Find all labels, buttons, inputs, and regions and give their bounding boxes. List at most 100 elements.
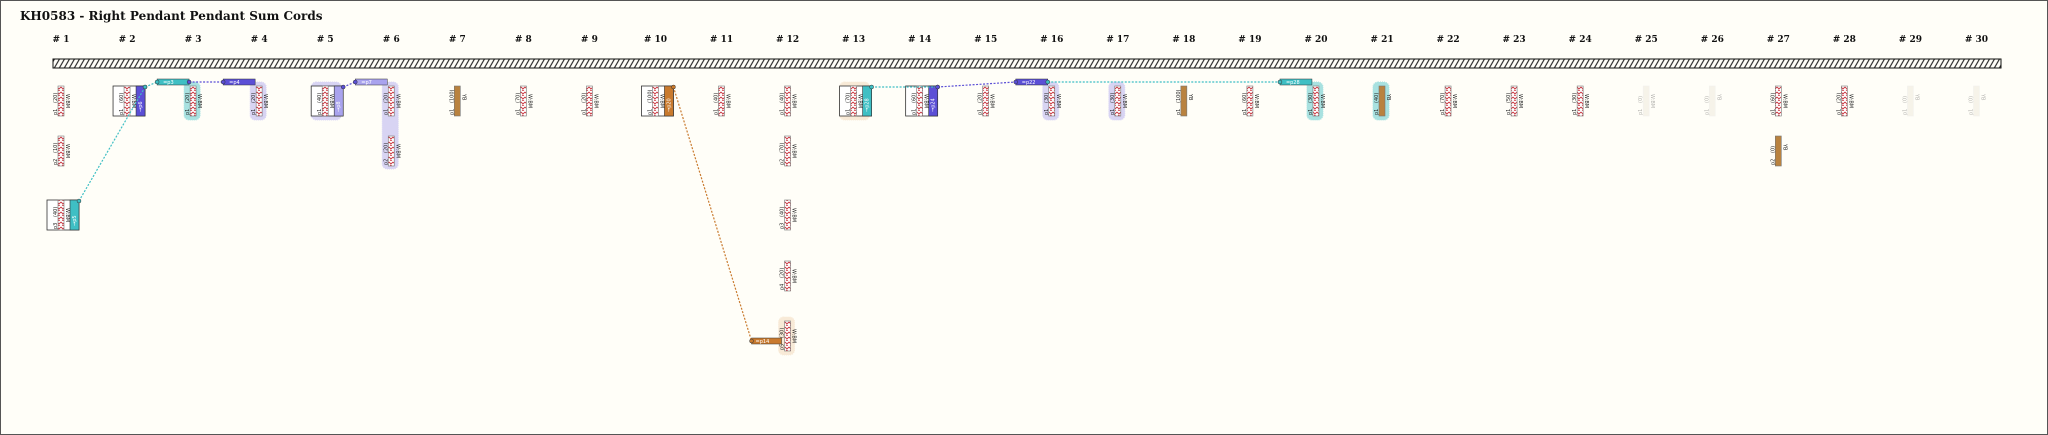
cord-name: p1 (581, 109, 587, 115)
cord-wbm (255, 85, 263, 117)
cord-value: (100) (1176, 90, 1182, 103)
cord-color: YB (1385, 93, 1391, 101)
pendant-cord[interactable]: p1 (100) YB (1176, 85, 1193, 117)
column-label: # 12 (776, 35, 799, 45)
pendant-cord[interactable]: p1(0)YB (1902, 85, 1919, 117)
column-label: # 2 (119, 35, 136, 45)
column-label: # 23 (1502, 35, 1525, 45)
pendant-cord[interactable]: p1(100)YB (449, 85, 466, 117)
column-label: # 16 (1040, 35, 1063, 45)
cord-color: YB (1187, 93, 1193, 101)
column-label: # 15 (974, 35, 997, 45)
pendant-cord[interactable]: p1(20)W:BM (249, 81, 268, 121)
cord-name: p1 (1638, 109, 1644, 115)
cord-color: W:BM (64, 94, 70, 108)
cord-value: (20) (1836, 93, 1842, 103)
cord-wbm (1048, 85, 1056, 117)
column-label: # 5 (317, 35, 334, 45)
cord-wbm (652, 85, 659, 117)
sum-link-line (937, 81, 1016, 88)
pendant-cord[interactable]: p1(0)YB (1704, 85, 1721, 117)
sum-bar (928, 85, 938, 117)
pendant-cord[interactable]: p1(40)YB (1372, 81, 1391, 121)
cord-wbm (784, 135, 791, 167)
cord-wbm (718, 85, 725, 117)
ref-label: =p14 (756, 339, 770, 345)
pendant-cord[interactable]: p2(70)W:BM (780, 135, 797, 167)
pendant-cord[interactable]: p2(0)YB (1770, 135, 1787, 167)
pendant-cord[interactable]: p1(50)W:BM (1506, 85, 1523, 117)
pendant-cord[interactable]: p1(60)W:BM (1242, 85, 1259, 117)
cord-name: p1 (1506, 109, 1512, 115)
cord-value: (70) (846, 93, 852, 103)
column-label: # 10 (644, 35, 667, 45)
link-dot (154, 79, 160, 85)
pendant-cord[interactable]: p1(30)W:BM (1306, 81, 1325, 121)
pendant-cord[interactable]: p1(70)W:BM (1440, 85, 1457, 117)
pendant-cord[interactable]: p1(40)W:BM (714, 85, 731, 117)
cord-name: p1 (1374, 109, 1380, 115)
pendant-cord[interactable]: p1(30)W:BM (1042, 81, 1061, 121)
cord-color: YB (1913, 93, 1919, 101)
cord-color: W:BM (989, 94, 995, 108)
pendant-cord[interactable]: p2(10)W:BM (53, 135, 70, 167)
cord-value: (30) (1308, 93, 1314, 103)
cord-name: p2 (53, 159, 59, 165)
cord-value: (70) (780, 143, 786, 153)
pendant-cord[interactable]: p1(0)W:BM (1638, 85, 1655, 117)
cord-wbm (784, 85, 791, 117)
cord-color: W:BM (1451, 94, 1457, 108)
cord-name: p1 (1308, 109, 1314, 115)
pendant-cord[interactable]: p3(40)W:BM (780, 199, 797, 231)
sum-bar (333, 85, 344, 117)
pendant-cord[interactable]: p1(20)W:BM (1836, 85, 1853, 117)
cord-color: YB (1781, 143, 1787, 151)
pendant-cord[interactable]: p2(20)W:BM (383, 135, 400, 167)
pendant-cord[interactable]: p1(30)W:BM (1572, 85, 1589, 117)
link-dot (869, 84, 874, 90)
cord-value: (20) (383, 143, 389, 153)
pendant-cord[interactable]: p1(20)W:BM (581, 85, 598, 117)
pendant-cord[interactable]: p5(30)W:BM (778, 316, 797, 356)
pendant-cord[interactable]: p1(30)W:BM (1108, 81, 1127, 121)
ref-label: =p28 (1286, 80, 1300, 86)
pendant-cord[interactable]: p1(20)W:BM (183, 81, 202, 121)
cord-value: (60) (119, 93, 125, 103)
cord-wbm (387, 135, 395, 167)
pendant-cord[interactable]: p1(40)W:BM (780, 85, 797, 117)
cord-wbm (520, 85, 527, 117)
cord-value: (40) (53, 207, 59, 217)
cord-color: W:BM (130, 94, 136, 108)
page-title: KH0583 - Right Pendant Pendant Sum Cords (20, 9, 323, 23)
cord-name: p1 (1242, 109, 1248, 115)
cord-wbm (1642, 85, 1650, 117)
cord-wbm (1246, 85, 1254, 117)
cord-name: p1 (780, 109, 786, 115)
cord-wbm (784, 320, 791, 352)
pendant-cord[interactable]: p1(70)W:BM (515, 85, 532, 117)
column-label: # 30 (1965, 35, 1988, 45)
pendant-cord[interactable]: p1(20)W:BM (978, 85, 995, 117)
pendant-cord[interactable]: p1(60)W:BM (1770, 85, 1787, 117)
pendant-cord[interactable]: p1(20)W:BM (53, 85, 70, 117)
cord-name: p1 (647, 109, 653, 115)
cord-color: W:BM (1253, 94, 1259, 108)
cord-wbm (586, 85, 593, 117)
cord-name: p1 (1176, 109, 1182, 115)
cord-yb (1973, 85, 1980, 117)
cord-value: (30) (1110, 93, 1116, 103)
cord-color: W:BM (394, 94, 400, 108)
cord-value: (0) (1968, 96, 1974, 103)
cord-color: W:BM (923, 94, 929, 108)
cord-value: (60) (1770, 93, 1776, 103)
cord-value: (40) (780, 93, 786, 103)
pendant-cord[interactable]: p1(0)YB (1968, 85, 1985, 117)
cord-name: p1 (1704, 109, 1710, 115)
pendant-cord[interactable]: p4(20)W:BM (780, 260, 797, 292)
